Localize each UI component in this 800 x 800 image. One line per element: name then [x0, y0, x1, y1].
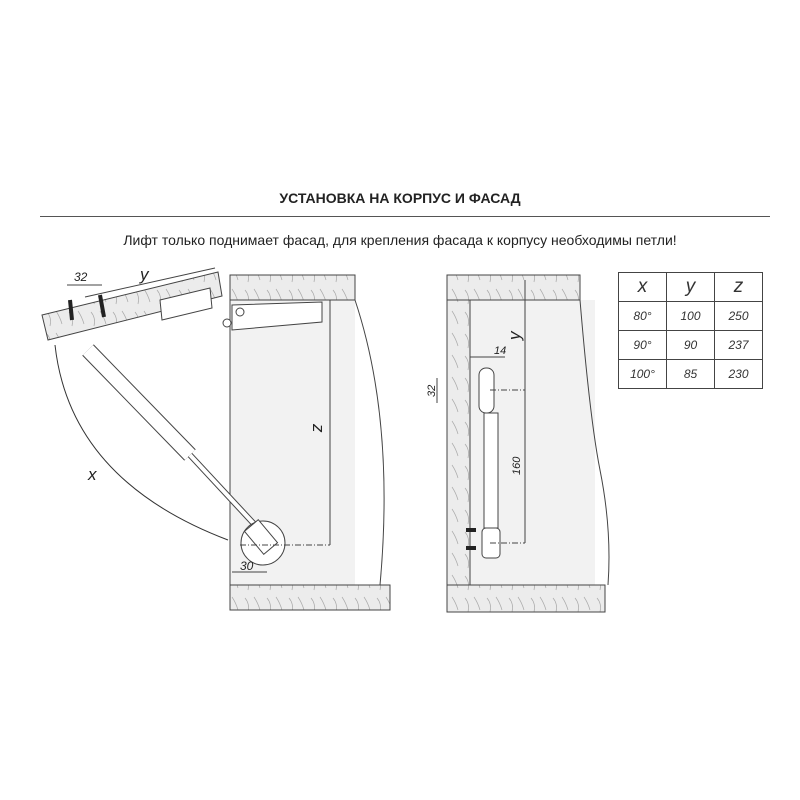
facade-lid [41, 271, 223, 341]
hinge [231, 301, 323, 331]
strut-end [243, 519, 279, 555]
page-title: УСТАНОВКА НА КОРПУС И ФАСАД [279, 190, 521, 206]
table-row: 90° 90 237 [618, 330, 763, 360]
screw-icon [466, 528, 476, 550]
dim-160-label: 160 [511, 456, 523, 475]
cell-y: 85 [666, 359, 715, 389]
table-row: 100° 85 230 [618, 359, 763, 389]
cell-y: 100 [666, 301, 715, 331]
gas-strut [483, 412, 499, 529]
screw-icon [68, 294, 106, 321]
cell-z: 237 [714, 330, 763, 360]
cell-y: 90 [666, 330, 715, 360]
subtitle-note: Лифт только поднимает фасад, для креплен… [123, 232, 677, 248]
dim-y-label: y [505, 330, 524, 341]
cabinet-top-panel [229, 274, 356, 301]
dim-14-label: 14 [494, 345, 506, 357]
hinge-pivot [235, 307, 245, 317]
dim-z-label: z [309, 423, 328, 433]
cell-x: 100° [618, 359, 667, 389]
cabinet-top-panel [446, 274, 581, 301]
break-line [354, 299, 385, 586]
cell-x: 80° [618, 301, 667, 331]
dim-y-label: y [139, 265, 150, 284]
cabinet-bottom-panel [446, 584, 606, 613]
hinge-pivot [222, 318, 232, 328]
title-divider [40, 216, 770, 217]
cell-z: 230 [714, 359, 763, 389]
dim-32-label: 32 [74, 270, 88, 284]
header-x: x [618, 272, 667, 302]
dim-30-label: 30 [240, 559, 254, 573]
dim-x-label: x [87, 465, 97, 484]
middle-diagram: y 14 32 160 [426, 274, 610, 613]
table-row: 80° 100 250 [618, 301, 763, 331]
header-z: z [714, 272, 763, 302]
facade-panel [446, 274, 471, 613]
cell-x: 90° [618, 330, 667, 360]
break-line [579, 299, 610, 586]
y-dimension-line [84, 267, 216, 298]
dimension-table: x y z 80° 100 250 90° 90 237 100° 85 230 [618, 272, 763, 389]
lid-bracket [159, 287, 213, 321]
table-header-row: x y z [618, 272, 763, 302]
angle-arc [54, 344, 229, 541]
left-diagram: 32 y z x 30 [41, 265, 391, 611]
header-y: y [666, 272, 715, 302]
cell-z: 250 [714, 301, 763, 331]
dim-32-label: 32 [426, 385, 438, 397]
cabinet-bottom-panel [229, 584, 391, 611]
